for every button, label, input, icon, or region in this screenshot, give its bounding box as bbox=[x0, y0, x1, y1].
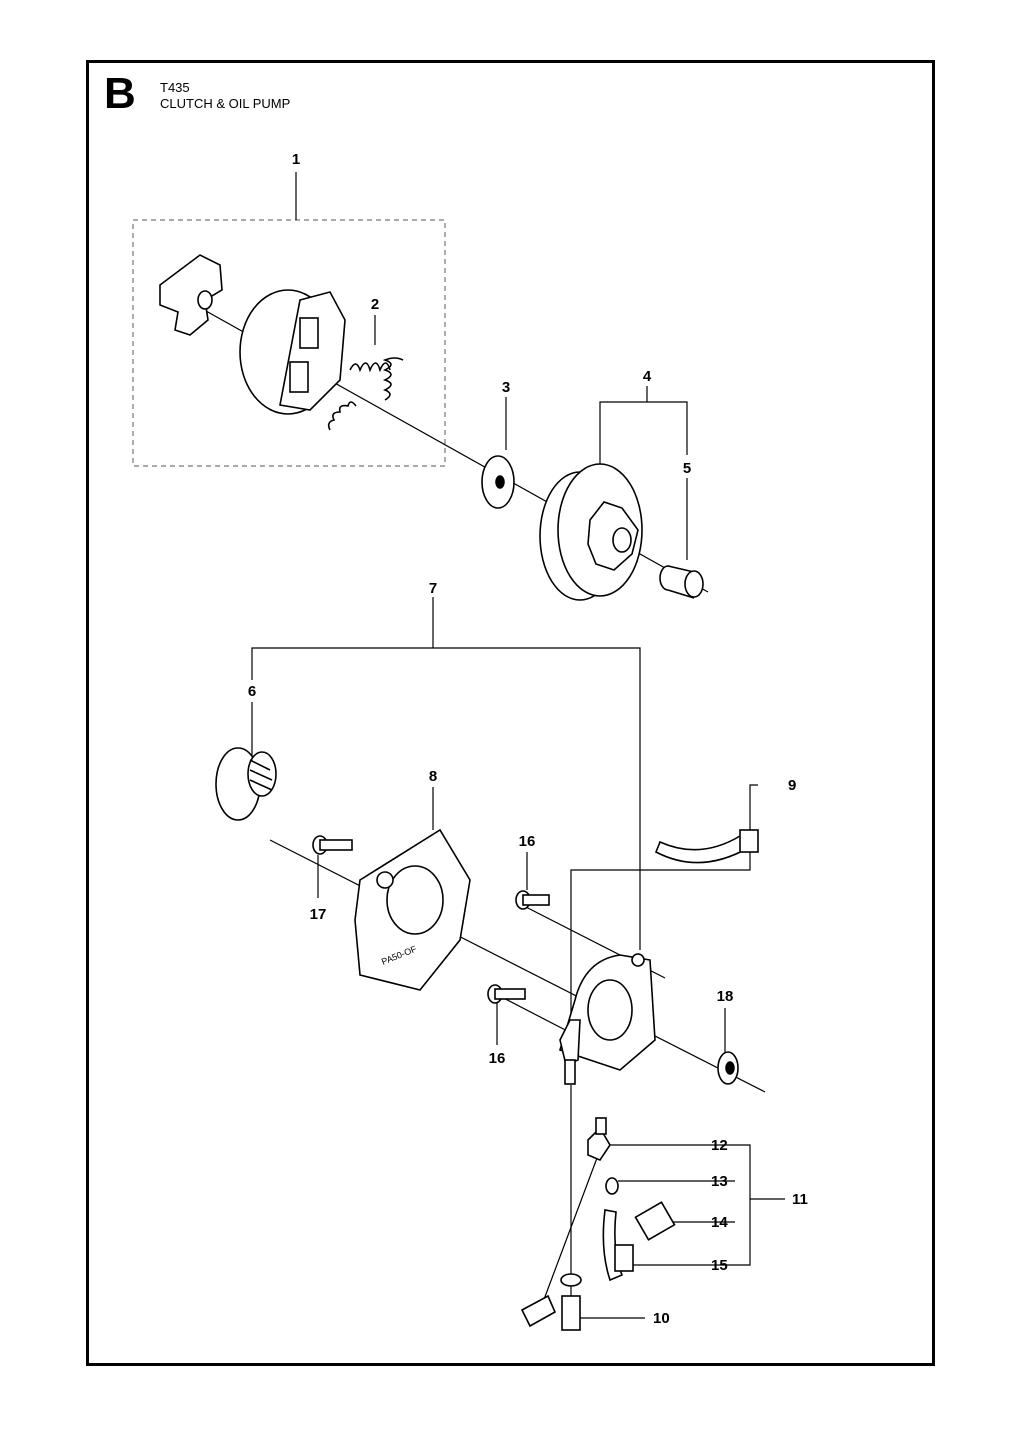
page-frame bbox=[86, 60, 935, 1366]
label-18: 18 bbox=[717, 988, 734, 1005]
label-8: 8 bbox=[429, 768, 437, 785]
ring-13-part bbox=[605, 1177, 619, 1195]
label-2: 2 bbox=[371, 296, 379, 313]
label-16a: 16 bbox=[519, 833, 536, 850]
oil-pump-body-part bbox=[559, 953, 656, 1085]
label-6: 6 bbox=[248, 683, 256, 700]
clutch-spring-part bbox=[327, 357, 404, 431]
pump-axis-line bbox=[269, 839, 766, 1093]
needle-bearing-part bbox=[659, 565, 704, 599]
hose-15-part bbox=[602, 1209, 634, 1282]
label-3: 3 bbox=[502, 379, 510, 396]
washer-18-part bbox=[717, 1051, 739, 1085]
hose-line bbox=[539, 1149, 601, 1311]
leader-7 bbox=[251, 647, 641, 950]
screw-16a-part bbox=[515, 890, 550, 910]
screw-16b-part bbox=[487, 984, 526, 1004]
fitting-10-part bbox=[520, 1273, 582, 1331]
label-16b: 16 bbox=[489, 1050, 506, 1067]
model-number: T435 bbox=[160, 80, 190, 95]
worm-gear-part bbox=[215, 747, 277, 821]
clutch-hub-part bbox=[159, 254, 223, 336]
label-17: 17 bbox=[310, 906, 327, 923]
leader-9 bbox=[570, 784, 758, 1020]
label-10: 10 bbox=[653, 1310, 670, 1327]
oil-pump-cover-part: PA50-OF bbox=[354, 828, 471, 991]
bracket-11 bbox=[735, 1144, 751, 1266]
label-13: 13 bbox=[711, 1173, 728, 1190]
section-title: CLUTCH & OIL PUMP bbox=[160, 96, 291, 111]
label-4: 4 bbox=[643, 368, 652, 385]
label-14: 14 bbox=[711, 1214, 728, 1231]
leader-4 bbox=[599, 401, 688, 472]
filter-14-part bbox=[634, 1201, 676, 1241]
washer-part bbox=[481, 455, 515, 509]
clutch-drum-part bbox=[539, 463, 643, 601]
screw-17-part bbox=[312, 835, 353, 855]
clutch-shoes-part bbox=[239, 289, 346, 415]
label-15: 15 bbox=[711, 1257, 728, 1274]
label-11: 11 bbox=[792, 1191, 808, 1208]
label-5: 5 bbox=[683, 460, 691, 477]
oil-hose-part bbox=[654, 829, 759, 864]
clutch-assembly-box bbox=[132, 219, 446, 467]
oil-pickup-12-part bbox=[587, 1117, 611, 1161]
label-9: 9 bbox=[788, 777, 796, 794]
label-12: 12 bbox=[711, 1137, 728, 1154]
section-letter: B bbox=[104, 69, 136, 118]
label-7: 7 bbox=[429, 580, 437, 597]
label-1: 1 bbox=[292, 151, 300, 168]
